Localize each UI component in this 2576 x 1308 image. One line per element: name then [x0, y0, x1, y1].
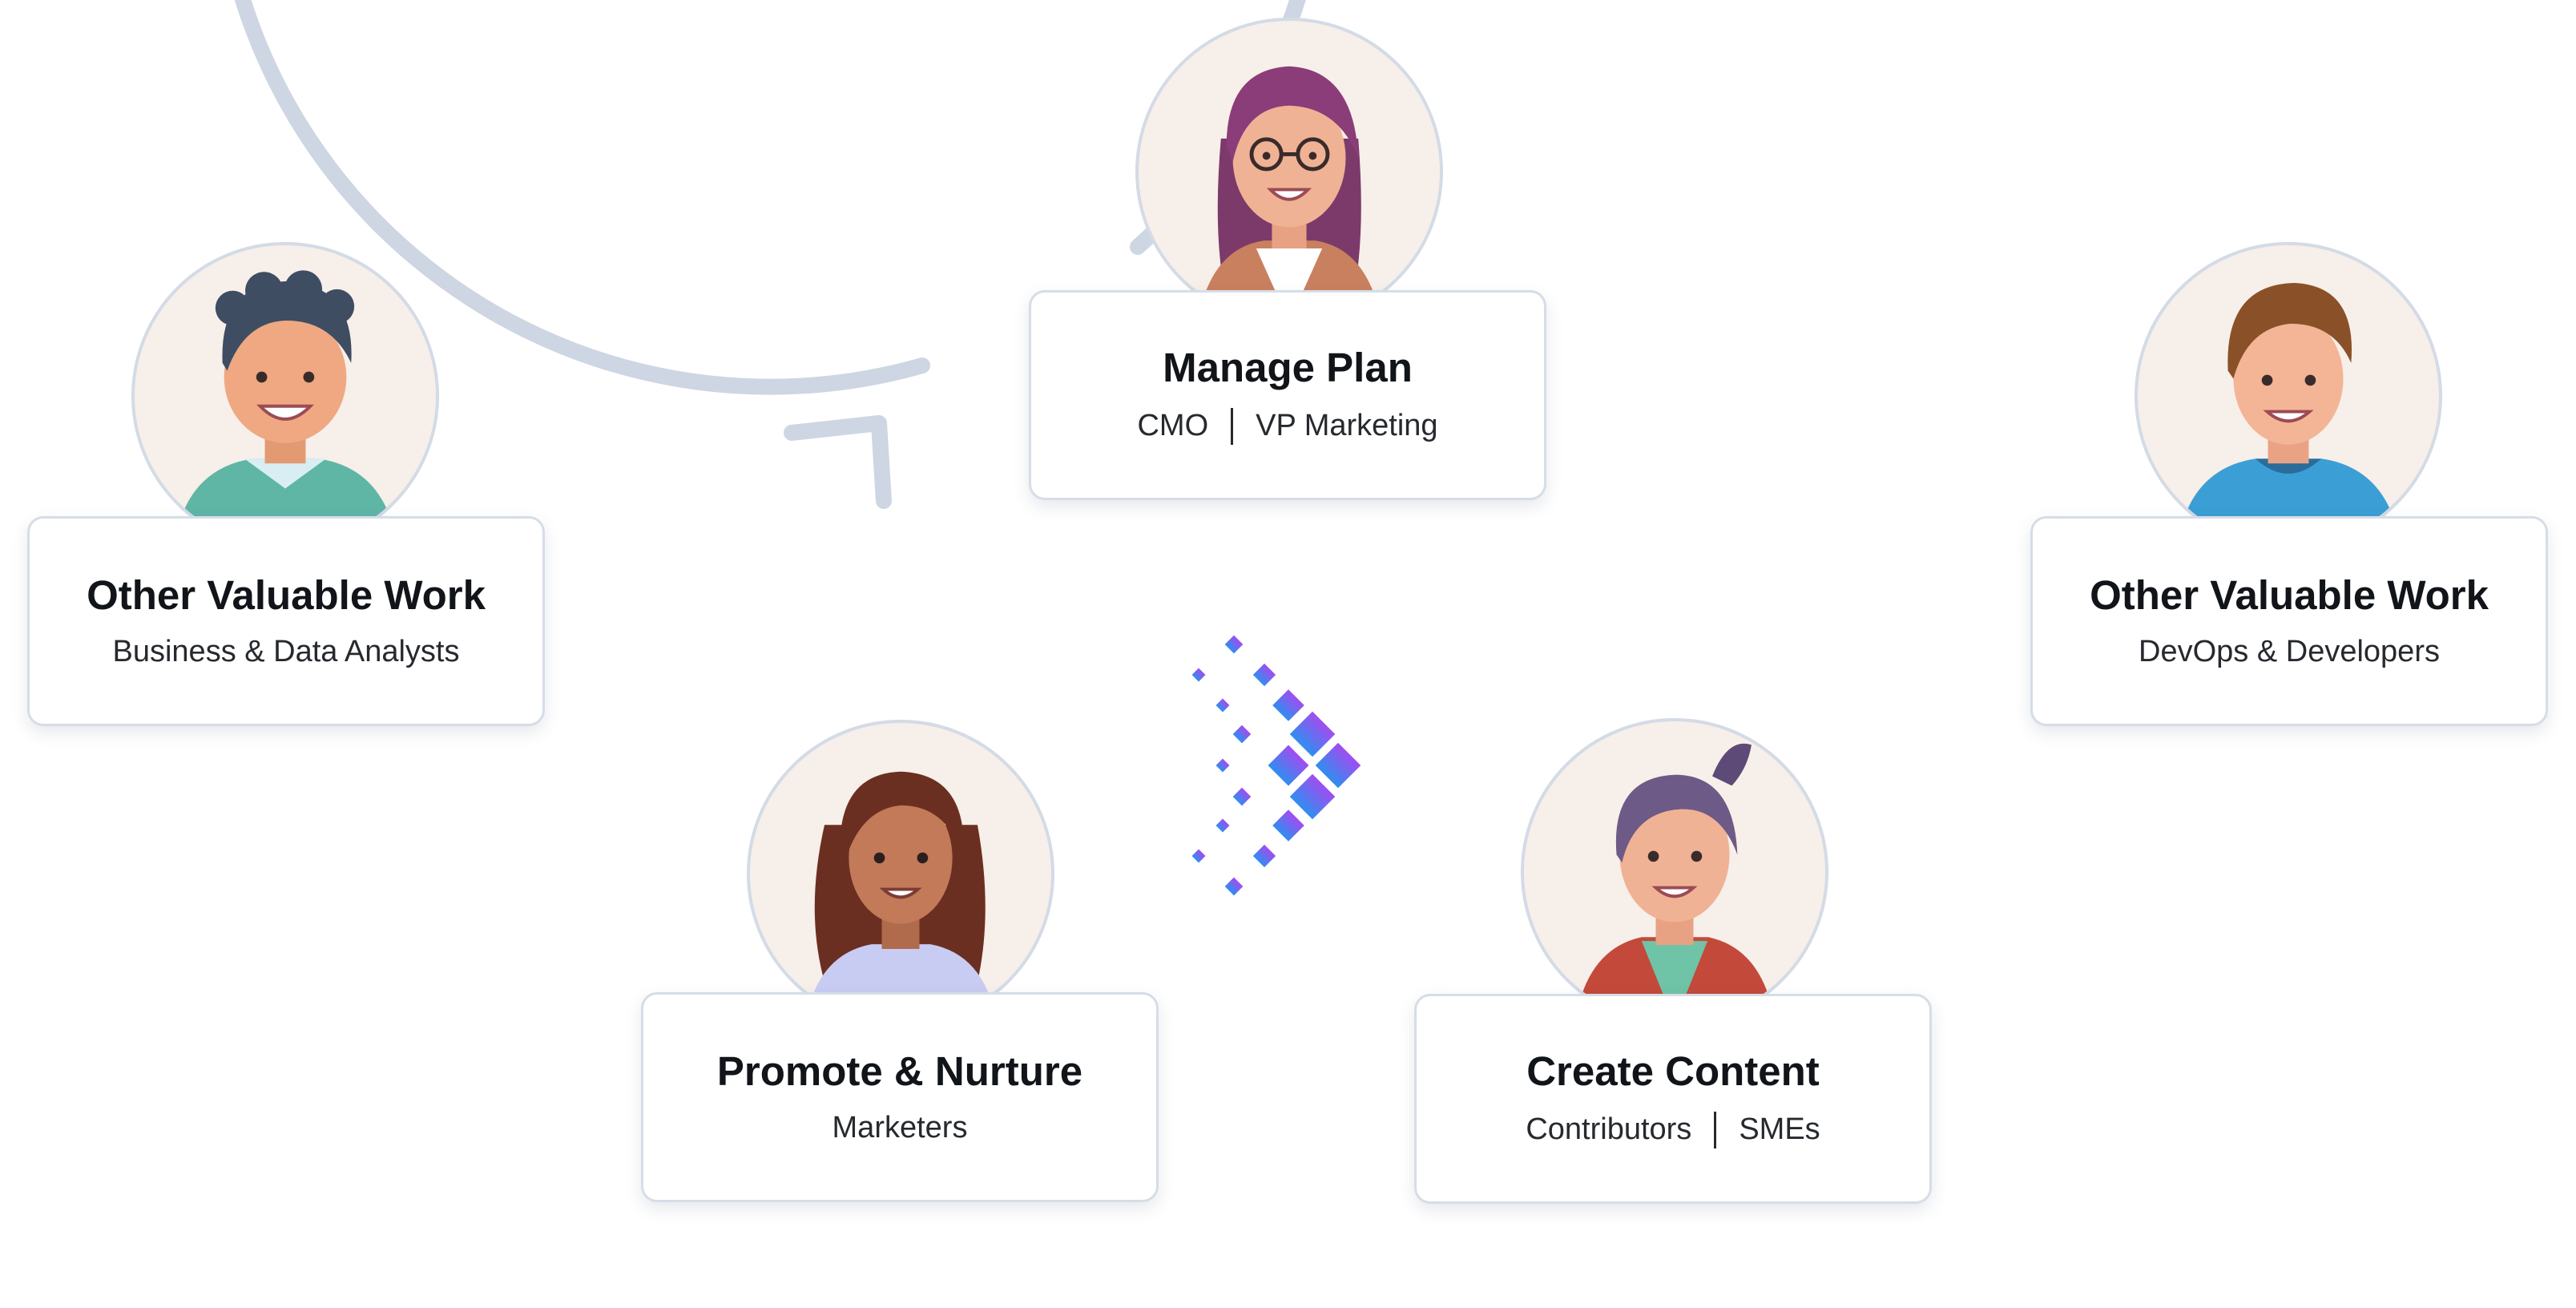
avatar-devops [2135, 242, 2442, 550]
cycle-arrow-head [784, 415, 892, 509]
avatar-create-content [1521, 718, 1828, 1026]
card-create-content: Create Content Contributors SMEs [1414, 994, 1932, 1204]
card-analysts: Other Valuable Work Business & Data Anal… [27, 516, 545, 726]
card-roles: DevOps & Developers [2139, 635, 2440, 669]
role-label: CMO [1137, 409, 1209, 443]
card-roles: CMO VP Marketing [1137, 408, 1438, 446]
card-roles: Business & Data Analysts [112, 635, 460, 669]
card-manage-plan: Manage Plan CMO VP Marketing [1029, 290, 1546, 500]
woman-glasses-avatar-icon [1197, 66, 1382, 322]
card-title: Manage Plan [1163, 344, 1413, 390]
role-label: SMEs [1739, 1112, 1820, 1147]
man-curly-hair-avatar-icon [173, 270, 398, 547]
card-title: Other Valuable Work [2090, 572, 2489, 619]
role-label: Contributors [1526, 1112, 1692, 1147]
card-title: Other Valuable Work [87, 572, 486, 619]
role-separator [1714, 1112, 1717, 1149]
role-label: Marketers [832, 1111, 968, 1145]
card-title: Create Content [1526, 1048, 1820, 1094]
brand-logo-arrow-icon [1192, 635, 1361, 896]
card-roles: Marketers [832, 1111, 968, 1145]
avatar-analysts [131, 242, 439, 550]
role-separator [1231, 408, 1234, 446]
woman-curly-hair-avatar-icon [804, 771, 998, 1024]
avatar-manage-plan [1135, 18, 1443, 325]
man-topknot-avatar-icon [1574, 743, 1776, 1023]
card-roles: Contributors SMEs [1526, 1112, 1820, 1149]
role-label: VP Marketing [1256, 409, 1438, 443]
card-title: Promote & Nurture [716, 1048, 1083, 1095]
avatar-promote-nurture [747, 720, 1054, 1027]
cycle-arc [234, 0, 1306, 395]
role-label: Business & Data Analysts [112, 635, 460, 669]
card-devops: Other Valuable Work DevOps & Developers [2030, 516, 2548, 726]
role-label: DevOps & Developers [2139, 635, 2440, 669]
card-promote-nurture: Promote & Nurture Marketers [641, 992, 1159, 1202]
man-blue-shirt-avatar-icon [2176, 283, 2401, 547]
